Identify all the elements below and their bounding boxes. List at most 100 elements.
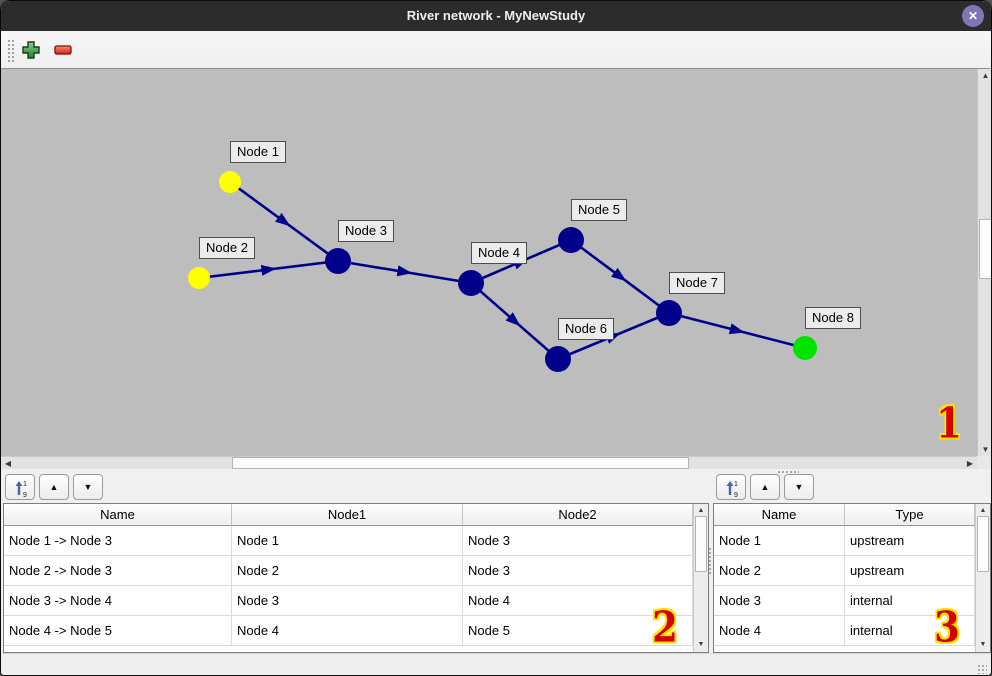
titlebar[interactable]: River network - MyNewStudy ✕: [1, 1, 991, 31]
table-cell[interactable]: Node 3: [463, 556, 693, 586]
flow-arrow-icon: [505, 312, 521, 327]
links-move-up-button[interactable]: ▲: [39, 474, 69, 500]
plus-icon: [22, 41, 40, 59]
node-label[interactable]: Node 8: [805, 307, 861, 329]
table-cell[interactable]: Node 4: [714, 616, 845, 646]
column-header[interactable]: Name: [4, 504, 232, 526]
table-cell[interactable]: internal: [845, 616, 975, 646]
toolbar-drag-handle[interactable]: [7, 39, 14, 62]
node-label[interactable]: Node 5: [571, 199, 627, 221]
table-cell[interactable]: Node 2: [232, 556, 463, 586]
sort-ascending-icon: 1 9: [15, 481, 27, 499]
scroll-down-icon[interactable]: ▼: [697, 641, 705, 648]
scroll-up-icon[interactable]: ▲: [981, 71, 990, 80]
flow-arrow-icon: [728, 323, 745, 335]
canvas-vscroll-thumb[interactable]: [979, 219, 991, 279]
column-header[interactable]: Name: [714, 504, 845, 526]
down-triangle-icon: ▼: [83, 482, 93, 492]
down-triangle-icon: ▼: [794, 482, 804, 492]
svg-text:9: 9: [734, 492, 738, 498]
river-node[interactable]: [793, 336, 817, 360]
up-triangle-icon: ▲: [760, 482, 770, 492]
river-node[interactable]: [325, 248, 351, 274]
river-node[interactable]: [458, 270, 484, 296]
node-label[interactable]: Node 7: [669, 272, 725, 294]
river-node[interactable]: [656, 300, 682, 326]
table-cell[interactable]: Node 3: [714, 586, 845, 616]
canvas-hscrollbar[interactable]: ◀ ▶: [1, 456, 977, 469]
table-cell[interactable]: Node 1 -> Node 3: [4, 526, 232, 556]
links-sort-button[interactable]: 1 9: [5, 474, 35, 500]
table-cell[interactable]: Node 3 -> Node 4: [4, 586, 232, 616]
scroll-down-icon[interactable]: ▼: [979, 641, 987, 648]
table-cell[interactable]: upstream: [845, 556, 975, 586]
lower-panel-strip: [1, 469, 991, 503]
nodes-scroll-thumb[interactable]: [977, 516, 989, 572]
svg-text:9: 9: [23, 492, 27, 498]
vertical-splitter-handle[interactable]: [708, 547, 712, 575]
horizontal-splitter-handle[interactable]: [777, 470, 799, 474]
river-network-canvas[interactable]: Node 1 Node 2 Node 3 Node 4 Node 5 Node 6 Node…: [1, 69, 977, 456]
canvas-hscroll-thumb[interactable]: [232, 457, 689, 469]
table-cell[interactable]: Node 4: [232, 616, 463, 646]
table-cell[interactable]: Node 5: [463, 616, 693, 646]
window-resize-grip[interactable]: [977, 664, 987, 674]
table-cell[interactable]: Node 3: [232, 586, 463, 616]
river-node[interactable]: [558, 227, 584, 253]
node-label[interactable]: Node 4: [471, 242, 527, 264]
partial-row: [714, 646, 990, 652]
table-cell[interactable]: Node 1: [232, 526, 463, 556]
links-scroll-thumb[interactable]: [695, 516, 707, 572]
node-label[interactable]: Node 1: [230, 141, 286, 163]
remove-node-button[interactable]: [51, 38, 75, 62]
nodes-move-up-button[interactable]: ▲: [750, 474, 780, 500]
scroll-up-icon[interactable]: ▲: [979, 507, 987, 514]
column-header[interactable]: Node1: [232, 504, 463, 526]
scrollbar-corner: [977, 456, 991, 469]
links-move-down-button[interactable]: ▼: [73, 474, 103, 500]
flow-arrow-icon: [611, 267, 627, 282]
table-cell[interactable]: Node 2 -> Node 3: [4, 556, 232, 586]
node-label[interactable]: Node 3: [338, 220, 394, 242]
table-cell[interactable]: internal: [845, 586, 975, 616]
nodes-table-vscrollbar[interactable]: ▲ ▼: [975, 504, 990, 652]
table-cell[interactable]: Node 3: [463, 526, 693, 556]
column-header[interactable]: Type: [845, 504, 975, 526]
table-cell[interactable]: Node 4 -> Node 5: [4, 616, 232, 646]
column-header[interactable]: Node2: [463, 504, 693, 526]
scroll-up-icon[interactable]: ▲: [697, 507, 705, 514]
river-node[interactable]: [188, 267, 210, 289]
flow-arrow-icon: [275, 212, 291, 227]
table-cell[interactable]: Node 2: [714, 556, 845, 586]
table-cell[interactable]: Node 1: [714, 526, 845, 556]
nodes-move-down-button[interactable]: ▼: [784, 474, 814, 500]
scroll-left-icon[interactable]: ◀: [4, 459, 12, 468]
scroll-down-icon[interactable]: ▼: [981, 445, 990, 454]
river-node[interactable]: [219, 171, 241, 193]
river-node[interactable]: [545, 346, 571, 372]
nodes-sort-button[interactable]: 1 9: [716, 474, 746, 500]
table-cell[interactable]: upstream: [845, 526, 975, 556]
close-button[interactable]: ✕: [962, 5, 984, 27]
close-icon: ✕: [967, 9, 979, 23]
scroll-right-icon[interactable]: ▶: [966, 459, 974, 468]
node-label[interactable]: Node 6: [558, 318, 614, 340]
node-label[interactable]: Node 2: [199, 237, 255, 259]
add-node-button[interactable]: [19, 38, 43, 62]
links-table-vscrollbar[interactable]: ▲ ▼: [693, 504, 708, 652]
canvas-vscrollbar[interactable]: ▲ ▼: [977, 69, 991, 456]
table-cell[interactable]: Node 4: [463, 586, 693, 616]
